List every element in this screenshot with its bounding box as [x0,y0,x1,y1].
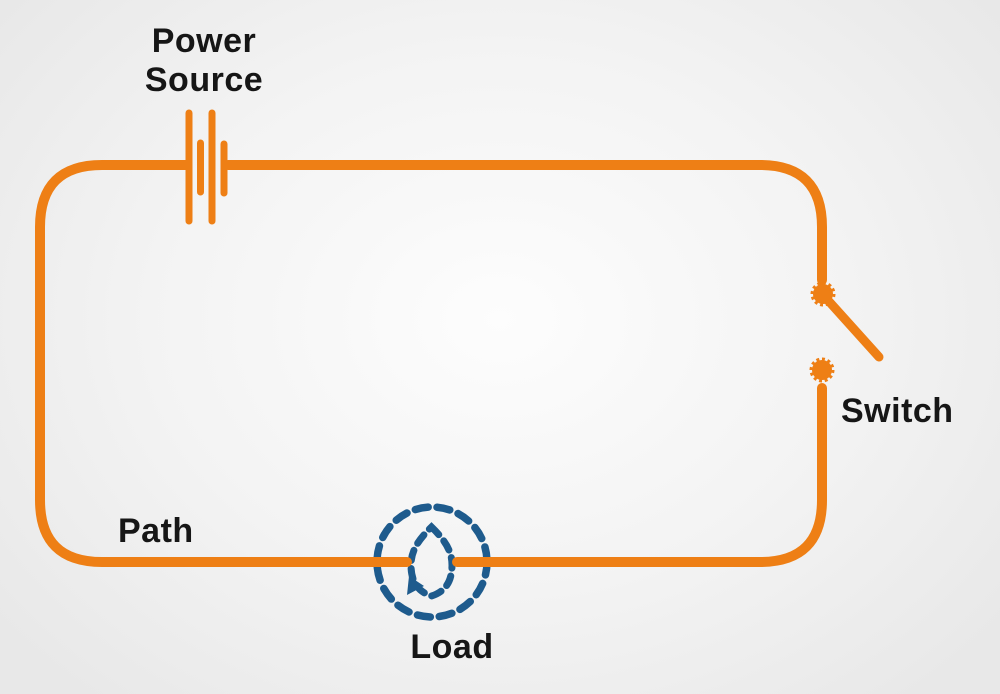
path-label: Path [118,512,194,550]
power-source-label-line2: Source [144,61,264,99]
circuit-wire [35,160,827,567]
power-source-label: Power Source [145,22,263,100]
power-source-label-line1: Power [151,22,257,60]
load-filament [407,522,456,600]
wire-bottom-right-segment [452,383,827,567]
switch-contact-dot-top [810,281,836,307]
load-current-arrow-icon [407,576,424,595]
wire-left-segment [35,160,412,567]
load-label: Load [410,628,494,666]
switch-label: Switch [841,392,954,430]
battery-icon [185,109,228,225]
switch-contact-dot-bottom [809,357,835,383]
wire-top-right-segment [223,160,827,285]
switch-lever [820,292,884,362]
switch-icon [809,281,884,383]
